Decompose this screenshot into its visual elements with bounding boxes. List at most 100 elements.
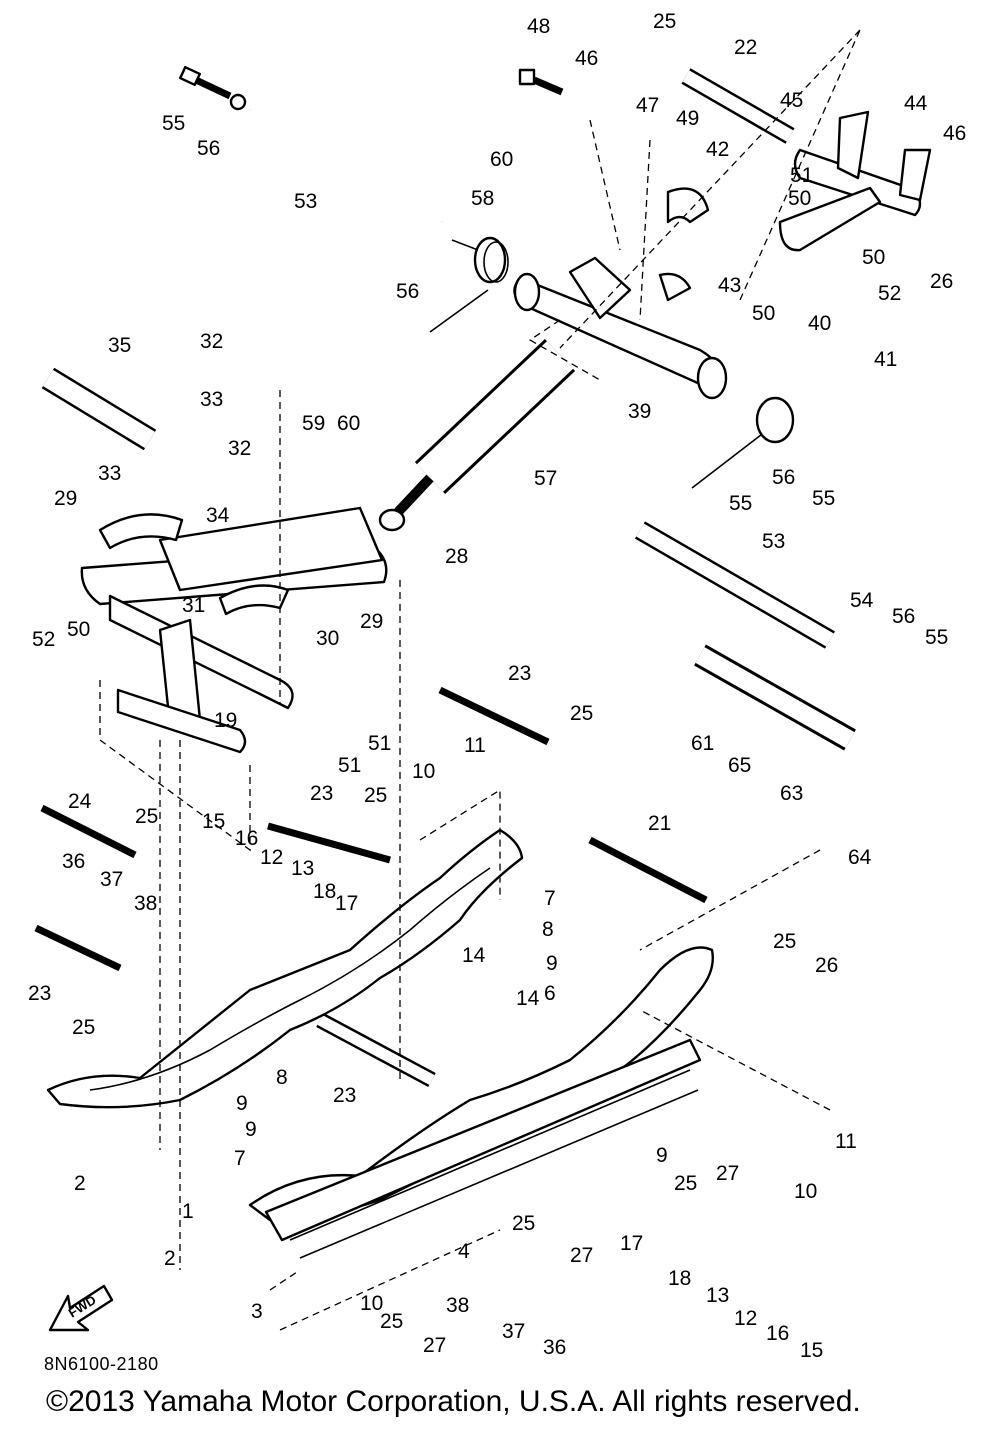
callout-45: 45 — [780, 89, 803, 112]
callout-25: 25 — [570, 702, 593, 725]
callout-43: 43 — [718, 274, 741, 297]
callout-16b: 16 — [766, 1322, 789, 1345]
callout-36b: 36 — [543, 1336, 566, 1359]
callout-6b: 8 — [276, 1066, 288, 1089]
callout-10b: 10 — [794, 1180, 817, 1203]
callout-38: 38 — [134, 892, 157, 915]
callout-42: 41 — [874, 348, 897, 371]
callout-15b: 15 — [800, 1339, 823, 1362]
callout-52b: 52 — [32, 628, 55, 651]
forward-arrow-icon: FWD — [48, 1284, 114, 1332]
callout-32: 32 — [200, 330, 223, 353]
callout-25h: 25 — [380, 1310, 403, 1333]
callout-41: 42 — [706, 138, 729, 161]
callout-11: 11 — [464, 734, 486, 757]
callout-65: 65 — [728, 754, 751, 777]
callout-37: 37 — [100, 868, 123, 891]
callout-22: 23 — [333, 1084, 356, 1107]
callout-15: 15 — [202, 810, 225, 833]
callout-40: 40 — [808, 312, 831, 335]
callout-34: 34 — [206, 504, 230, 527]
callout-7: 8 — [542, 918, 554, 941]
diagram-code: 8N6100-2180 — [44, 1354, 159, 1374]
callout-14: 14 — [462, 944, 486, 967]
callout-20: 21 — [648, 812, 671, 835]
callout-32b: 32 — [228, 437, 251, 460]
callout-45b: 46 — [943, 122, 966, 145]
callout-33: 33 — [200, 388, 223, 411]
callout-16: 16 — [235, 827, 258, 850]
callout-39: 39 — [628, 400, 651, 423]
callout-38b: 38 — [446, 1294, 469, 1317]
callout-55: 55 — [162, 112, 185, 135]
callout-10: 10 — [412, 760, 435, 783]
callout-18: 18 — [313, 880, 336, 903]
callout-29: 29 — [54, 487, 77, 510]
callout-52: 52 — [878, 282, 901, 305]
callout-35: 35 — [108, 334, 131, 357]
callout-13: 13 — [291, 857, 314, 880]
callout-19: 19 — [214, 709, 237, 732]
callout-numbers: 48 25 22 46 47 49 45 44 46 55 56 60 42 5… — [28, 10, 966, 1362]
callout-60b: 59 — [302, 412, 325, 435]
callout-4: 4 — [458, 1240, 470, 1263]
callout-5: 6 — [544, 982, 556, 1005]
callout-2: 2 — [74, 1172, 86, 1195]
callout-33b: 33 — [98, 462, 121, 485]
callout-2b: 2 — [164, 1247, 176, 1270]
callout-21: 22 — [734, 36, 757, 59]
callout-57: 55 — [729, 492, 752, 515]
callout-14b: 14 — [516, 987, 540, 1010]
callout-56: 56 — [197, 137, 220, 160]
callout-55b: 55 — [812, 487, 835, 510]
callout-25f: 25 — [674, 1172, 697, 1195]
callout-12: 12 — [260, 846, 283, 869]
callout-46: 46 — [575, 47, 598, 70]
callout-44: 44 — [904, 92, 928, 115]
callout-27d: 27 — [423, 1334, 446, 1357]
callout-37b: 37 — [502, 1320, 525, 1343]
callout-28: 28 — [445, 545, 468, 568]
callout-58: 56 — [396, 280, 419, 303]
callout-50d: 51 — [338, 754, 361, 777]
callout-50c: 50 — [67, 618, 90, 641]
callout-23: 23 — [508, 662, 531, 685]
callout-25e: 25 — [72, 1016, 95, 1039]
callout-31: 31 — [182, 594, 205, 617]
callout-55c: 55 — [925, 626, 948, 649]
callout-61b: 60 — [337, 412, 360, 435]
callout-1: 1 — [182, 1200, 194, 1223]
callout-48: 49 — [676, 107, 699, 130]
callout-56c: 56 — [892, 605, 915, 628]
callout-25c: 25 — [135, 805, 158, 828]
callout-23c: 23 — [28, 982, 51, 1005]
exploded-parts-drawing — [34, 65, 932, 1259]
callout-47: 48 — [527, 15, 550, 38]
callout-29b: 29 — [360, 610, 383, 633]
callout-54: 54 — [850, 589, 874, 612]
callout-8b: 9 — [245, 1118, 257, 1141]
callout-18b: 18 — [668, 1267, 691, 1290]
callout-30: 30 — [316, 627, 339, 650]
callout-56b: 56 — [772, 466, 795, 489]
callout-36: 36 — [62, 850, 85, 873]
callout-27b: 27 — [716, 1162, 739, 1185]
callout-62: 61 — [691, 732, 714, 755]
callout-46b: 47 — [636, 94, 659, 117]
assembly-leader-lines — [99, 29, 861, 1331]
callout-25b: 25 — [364, 784, 387, 807]
callout-23b: 23 — [310, 782, 333, 805]
callout-60: 58 — [471, 187, 494, 210]
callout-50: 50 — [788, 187, 811, 210]
callout-25g: 25 — [512, 1212, 535, 1235]
callout-59: 57 — [534, 467, 557, 490]
callout-13b: 13 — [706, 1284, 729, 1307]
callout-3: 3 — [251, 1300, 263, 1323]
callout-24: 24 — [68, 790, 92, 813]
callout-53: 53 — [294, 190, 317, 213]
callout-27: 26 — [815, 954, 838, 977]
callout-9: 9 — [656, 1144, 668, 1167]
callout-61: 60 — [490, 148, 513, 171]
callout-12b: 12 — [734, 1307, 757, 1330]
